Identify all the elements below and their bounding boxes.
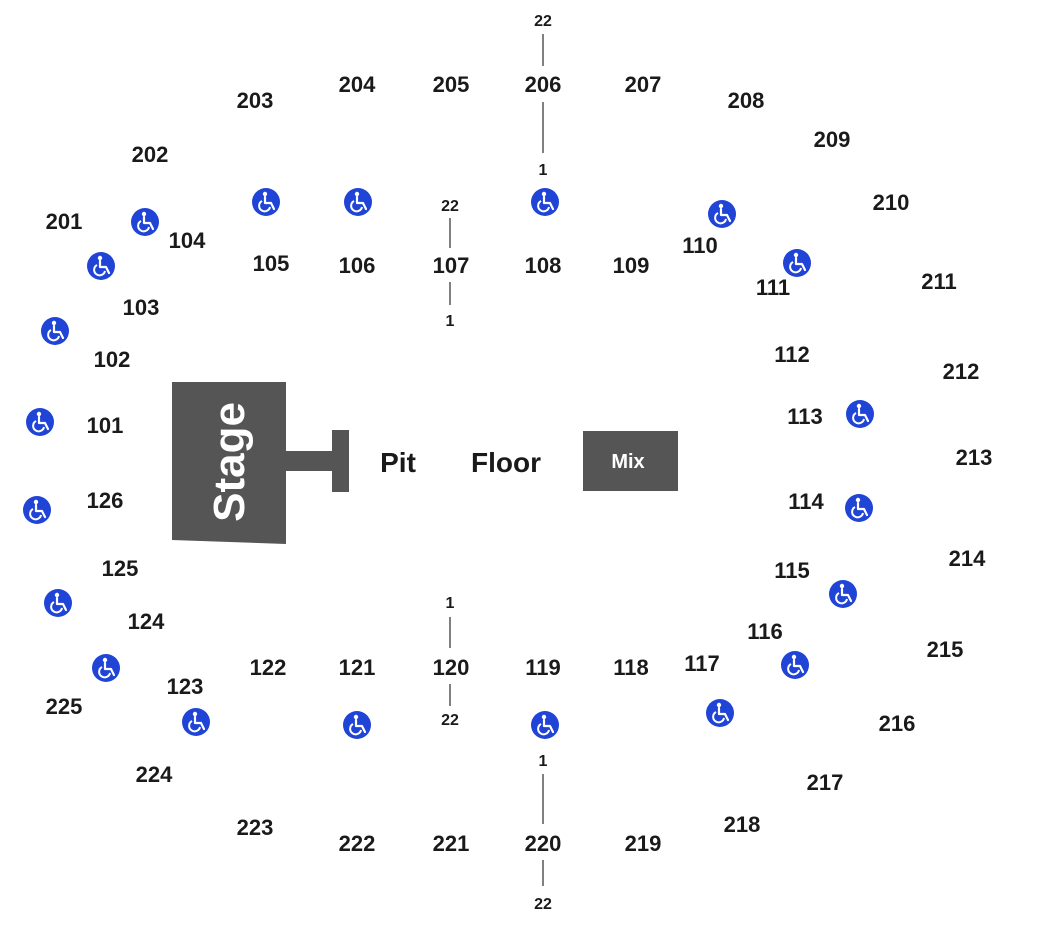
wheelchair-icon[interactable] [129, 206, 161, 238]
section-103[interactable]: 103 [123, 295, 160, 320]
section-220[interactable]: 220 [525, 831, 562, 856]
section-225[interactable]: 225 [46, 694, 83, 719]
section-102[interactable]: 102 [94, 347, 131, 372]
wheelchair-icon[interactable] [781, 247, 813, 279]
section-207[interactable]: 207 [625, 72, 662, 97]
wheelchair-icon[interactable] [90, 652, 122, 684]
section-106[interactable]: 106 [339, 253, 376, 278]
section-116[interactable]: 116 [747, 619, 783, 644]
section-110[interactable]: 110 [682, 233, 718, 258]
section-113[interactable]: 113 [787, 404, 823, 429]
wheelchair-icon[interactable] [844, 398, 876, 430]
section-118[interactable]: 118 [613, 655, 649, 680]
wheelchair-icon[interactable] [706, 198, 738, 230]
section-213[interactable]: 213 [956, 445, 993, 470]
row-label: 22 [441, 198, 459, 215]
section-121[interactable]: 121 [339, 655, 376, 680]
section-203[interactable]: 203 [237, 88, 274, 113]
wheelchair-icon[interactable] [843, 492, 875, 524]
wheelchair-icon[interactable] [180, 706, 212, 738]
section-104[interactable]: 104 [169, 228, 206, 253]
section-114[interactable]: 114 [788, 489, 824, 514]
section-205[interactable]: 205 [433, 72, 470, 97]
section-221[interactable]: 221 [433, 831, 470, 856]
section-101[interactable]: 101 [87, 413, 124, 438]
wheelchair-icon[interactable] [85, 250, 117, 282]
section-117[interactable]: 117 [684, 651, 720, 676]
row-label: 22 [441, 712, 459, 729]
row-label: 22 [534, 896, 552, 913]
wheelchair-icon[interactable] [341, 709, 373, 741]
section-216[interactable]: 216 [879, 711, 916, 736]
section-122[interactable]: 122 [250, 655, 287, 680]
section-201[interactable]: 201 [46, 209, 83, 234]
section-125[interactable]: 125 [102, 556, 139, 581]
section-218[interactable]: 218 [724, 812, 761, 837]
row-label: 1 [446, 313, 455, 330]
wheelchair-icon[interactable] [529, 709, 561, 741]
section-222[interactable]: 222 [339, 831, 376, 856]
stage-thrust [286, 451, 332, 471]
section-217[interactable]: 217 [807, 770, 844, 795]
section-124[interactable]: 124 [128, 609, 165, 634]
mix-block[interactable] [583, 431, 678, 491]
row-label: 1 [539, 162, 548, 179]
section-210[interactable]: 210 [873, 190, 910, 215]
stage-catwalk-end [332, 430, 349, 492]
section-208[interactable]: 208 [728, 88, 765, 113]
wheelchair-icon[interactable] [342, 186, 374, 218]
floor-label[interactable]: Floor [471, 447, 541, 478]
section-204[interactable]: 204 [339, 72, 376, 97]
row-label: 22 [534, 13, 552, 30]
wheelchair-icon[interactable] [827, 578, 859, 610]
section-212[interactable]: 212 [943, 359, 980, 384]
section-211[interactable]: 211 [921, 269, 957, 294]
section-126[interactable]: 126 [87, 488, 124, 513]
mix-label: Mix [611, 451, 644, 473]
section-119[interactable]: 119 [525, 655, 561, 680]
wheelchair-icon[interactable] [250, 186, 282, 218]
wheelchair-icon[interactable] [42, 587, 74, 619]
section-209[interactable]: 209 [814, 127, 851, 152]
stage-label: Stage [205, 402, 254, 522]
section-111[interactable]: 111 [756, 275, 790, 300]
section-108[interactable]: 108 [525, 253, 562, 278]
pit-label[interactable]: Pit [380, 447, 416, 478]
section-105[interactable]: 105 [253, 251, 290, 276]
section-206[interactable]: 206 [525, 72, 562, 97]
wheelchair-icon[interactable] [21, 494, 53, 526]
section-202[interactable]: 202 [132, 142, 169, 167]
wheelchair-icon[interactable] [704, 697, 736, 729]
wheelchair-icon[interactable] [779, 649, 811, 681]
wheelchair-icon[interactable] [529, 186, 561, 218]
section-214[interactable]: 214 [949, 546, 986, 571]
section-115[interactable]: 115 [774, 558, 810, 583]
section-224[interactable]: 224 [136, 762, 173, 787]
row-label: 1 [446, 595, 455, 612]
wheelchair-icon[interactable] [24, 406, 56, 438]
section-123[interactable]: 123 [167, 674, 204, 699]
section-215[interactable]: 215 [927, 637, 964, 662]
section-112[interactable]: 112 [774, 342, 810, 367]
wheelchair-icon[interactable] [39, 315, 71, 347]
section-107[interactable]: 107 [433, 253, 470, 278]
section-223[interactable]: 223 [237, 815, 274, 840]
row-label: 1 [539, 753, 548, 770]
section-120[interactable]: 120 [433, 655, 470, 680]
section-219[interactable]: 219 [625, 831, 662, 856]
section-109[interactable]: 109 [613, 253, 650, 278]
stage-block[interactable] [172, 382, 286, 544]
